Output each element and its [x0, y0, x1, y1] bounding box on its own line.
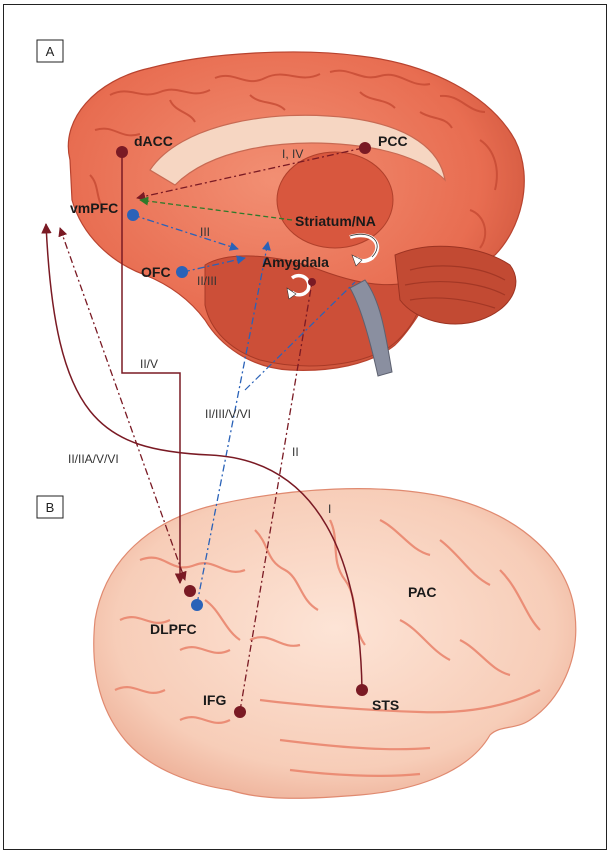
panel-label-a: A: [37, 40, 63, 62]
dlpfc-node-red: [184, 585, 196, 597]
pathway-label-iii: III: [200, 225, 210, 239]
sts-node: [356, 684, 368, 696]
amygdala-node: [308, 278, 316, 286]
label-vmpfc: vmPFC: [70, 200, 118, 216]
label-pac: PAC: [408, 584, 437, 600]
label-dlpfc: DLPFC: [150, 621, 197, 637]
label-ifg: IFG: [203, 692, 226, 708]
dlpfc-node-blue: [191, 599, 203, 611]
pathway-label-ii-iii-v-vi: II/III/V/VI: [205, 407, 251, 421]
label-pcc: PCC: [378, 133, 408, 149]
ifg-node: [234, 706, 246, 718]
dacc-node: [116, 146, 128, 158]
ofc-node: [176, 266, 188, 278]
pcc-node: [359, 142, 371, 154]
svg-text:A: A: [46, 44, 55, 59]
pathway-label-ii-v: II/V: [140, 357, 158, 371]
pathway-label-ii-iii: II/III: [197, 274, 217, 288]
lateral-brain-illustration: [94, 489, 576, 799]
label-dacc: dACC: [134, 133, 173, 149]
svg-text:B: B: [46, 500, 55, 515]
label-ofc: OFC: [141, 264, 171, 280]
pathway-label-ii: II: [292, 445, 299, 459]
pathway-label-i-iv: I, IV: [282, 147, 303, 161]
vmpfc-node: [127, 209, 139, 221]
label-sts: STS: [372, 697, 399, 713]
label-striatum: Striatum/NA: [295, 213, 376, 229]
label-amygdala: Amygdala: [262, 254, 329, 270]
panel-label-b: B: [37, 496, 63, 518]
pathway-label-ii-iia-v-vi: II/IIA/V/VI: [68, 452, 119, 466]
pathway-label-i: I: [328, 502, 331, 516]
